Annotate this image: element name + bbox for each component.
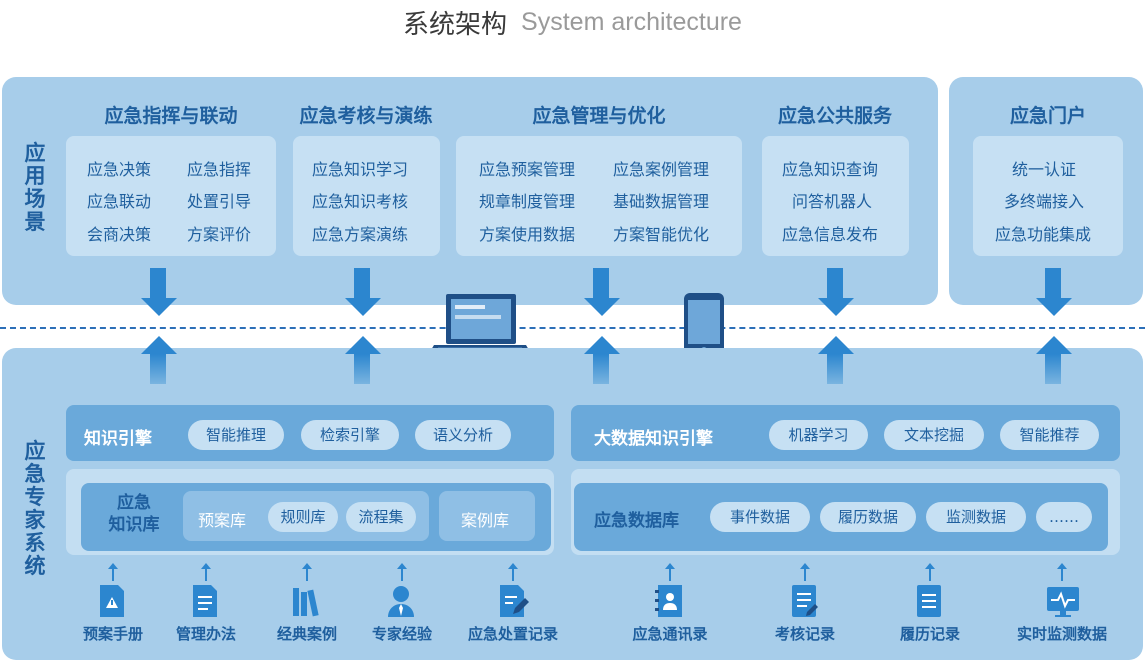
source-label: 预案手册: [82, 625, 143, 643]
group-manage-item: 规章制度管理: [479, 192, 576, 211]
group-command-item: 会商决策: [87, 225, 152, 244]
source-label: 考核记录: [774, 625, 835, 643]
group-public-title: 应急公共服务: [777, 105, 892, 127]
database-title: 应急数据库: [594, 511, 679, 531]
arrow-down-icon: [345, 268, 381, 316]
edit-doc-icon: [497, 584, 529, 622]
small-arrow-up-icon: [201, 563, 211, 585]
case-library-label: 案例库: [461, 511, 510, 530]
knowledge-base-pill: 规则库: [268, 502, 338, 532]
arrow-down-icon: [818, 268, 854, 316]
knowledge-base-item: 预案库: [198, 511, 247, 530]
knowledge-base-title: 应急 知识库: [98, 492, 170, 536]
source-label: 管理办法: [175, 625, 236, 643]
arrow-up-icon: [1036, 336, 1072, 384]
database-pill: ……: [1036, 502, 1092, 532]
group-command-item: 应急决策: [87, 160, 152, 179]
bigdata-engine-title: 大数据知识引擎: [594, 429, 713, 449]
small-arrow-up-icon: [925, 563, 935, 585]
small-arrow-up-icon: [508, 563, 518, 585]
arrow-down-icon: [584, 268, 620, 316]
small-arrow-up-icon: [665, 563, 675, 585]
source-label: 经典案例: [276, 625, 337, 643]
portal-item: 多终端接入: [1004, 192, 1085, 211]
group-manage-item: 方案使用数据: [479, 225, 576, 244]
small-arrow-up-icon: [397, 563, 407, 585]
group-command-box: [66, 136, 276, 256]
group-command-item: 处置引导: [187, 192, 252, 211]
group-drill-item: 应急知识考核: [312, 192, 409, 211]
knowledge-engine-title: 知识引擎: [84, 429, 152, 449]
group-command-title: 应急指挥与联动: [104, 105, 238, 127]
expert-system-label: 应急专家系统: [24, 439, 46, 578]
page-title: 系统架构 System architecture: [0, 0, 1145, 44]
group-drill-item: 应急方案演练: [312, 225, 409, 244]
bigdata-engine-pill: 机器学习: [769, 420, 868, 450]
group-manage-item: 基础数据管理: [613, 192, 710, 211]
group-command-item: 应急指挥: [187, 160, 252, 179]
books-icon: [291, 584, 325, 622]
small-arrow-up-icon: [108, 563, 118, 585]
knowledge-base-title-line2: 知识库: [108, 515, 160, 535]
source-label: 履历记录: [899, 625, 960, 643]
small-arrow-up-icon: [800, 563, 810, 585]
group-drill-title: 应急考核与演练: [299, 105, 433, 127]
warning-doc-icon: [97, 584, 127, 622]
small-arrow-up-icon: [1057, 563, 1067, 585]
portal-item: 应急功能集成: [995, 225, 1092, 244]
knowledge-engine-pill: 语义分析: [415, 420, 511, 450]
bigdata-engine-pill: 智能推荐: [1000, 420, 1099, 450]
group-public-item: 问答机器人: [792, 192, 873, 211]
group-manage-box: [456, 136, 742, 256]
phone-icon: [683, 292, 725, 362]
arrow-down-icon: [141, 268, 177, 316]
portal-item: 统一认证: [1012, 160, 1077, 179]
group-public-box: [762, 136, 909, 256]
group-public-item: 应急知识查询: [782, 160, 879, 179]
knowledge-base-pill: 流程集: [346, 502, 416, 532]
source-label: 实时监测数据: [1016, 625, 1107, 643]
app-layer-label: 应用场景: [24, 141, 46, 234]
arrow-up-icon: [584, 336, 620, 384]
source-label: 应急处置记录: [467, 625, 558, 643]
source-label: 专家经验: [371, 625, 432, 643]
layer-divider: [0, 327, 1145, 329]
database-pill: 事件数据: [710, 502, 810, 532]
group-drill-item: 应急知识学习: [312, 160, 409, 179]
group-command-item: 方案评价: [187, 225, 252, 244]
database-pill: 监测数据: [926, 502, 1026, 532]
knowledge-engine-pill: 智能推理: [188, 420, 284, 450]
arrow-down-icon: [1036, 268, 1072, 316]
checklist-icon: [789, 584, 819, 622]
group-public-item: 应急信息发布: [782, 225, 879, 244]
record-icon: [914, 584, 944, 622]
arrow-up-icon: [345, 336, 381, 384]
expert-icon: [386, 584, 416, 622]
contacts-icon: [654, 584, 684, 622]
group-drill-box: [293, 136, 440, 256]
group-manage-item: 应急案例管理: [613, 160, 710, 179]
portal-box: [973, 136, 1123, 256]
database-pill: 履历数据: [820, 502, 916, 532]
source-label: 应急通讯录: [632, 625, 708, 643]
group-command-item: 应急联动: [87, 192, 152, 211]
monitor-icon: [1046, 584, 1080, 622]
group-manage-title: 应急管理与优化: [532, 105, 666, 127]
title-zh: 系统架构: [403, 9, 508, 40]
document-icon: [190, 584, 220, 622]
small-arrow-up-icon: [302, 563, 312, 585]
knowledge-base-title-line1: 应急: [117, 493, 151, 513]
case-library-box: [439, 491, 535, 541]
arrow-up-icon: [141, 336, 177, 384]
bigdata-engine-pill: 文本挖掘: [884, 420, 984, 450]
knowledge-engine-pill: 检索引擎: [301, 420, 399, 450]
arrow-up-icon: [818, 336, 854, 384]
title-en: System architecture: [521, 7, 742, 36]
group-manage-item: 应急预案管理: [479, 160, 576, 179]
group-manage-item: 方案智能优化: [613, 225, 710, 244]
portal-title: 应急门户: [1009, 105, 1086, 127]
